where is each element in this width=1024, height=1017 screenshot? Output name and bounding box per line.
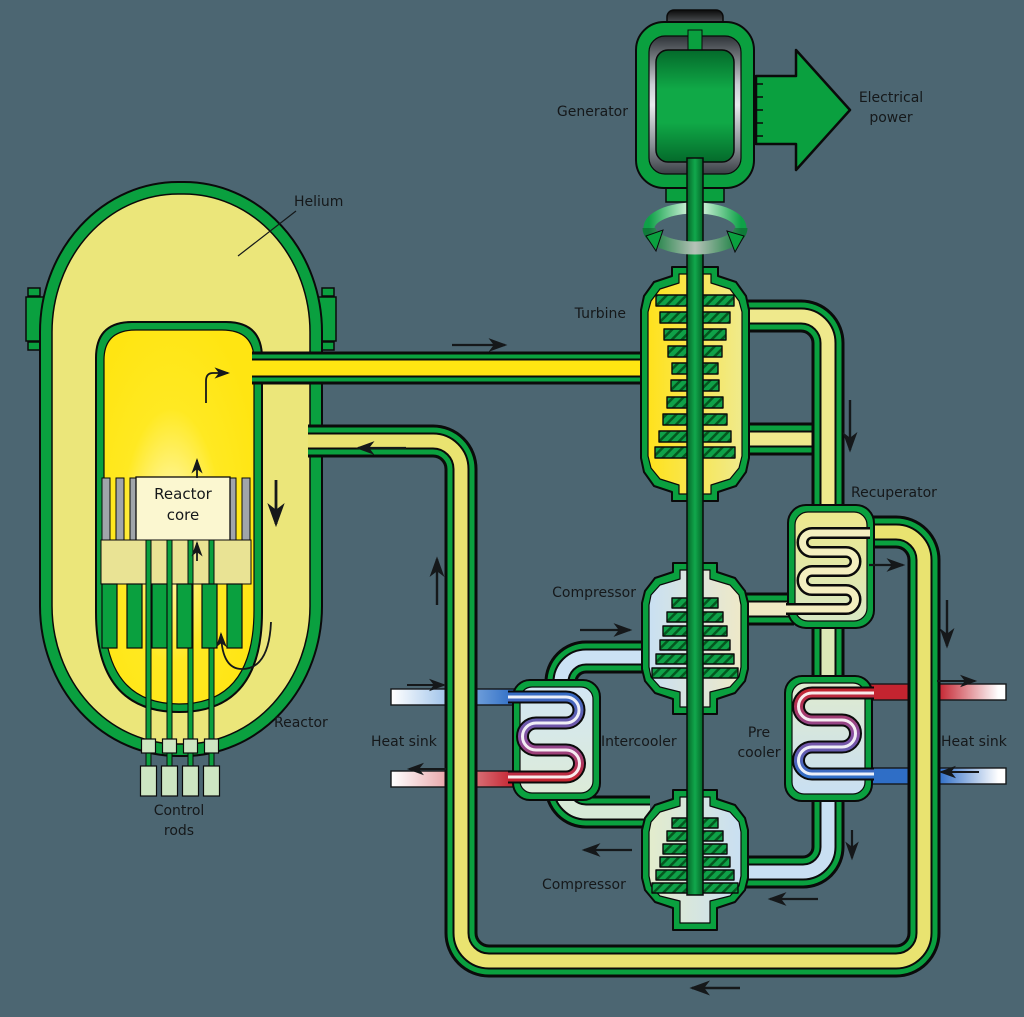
electrical-power-arrow-icon — [754, 48, 852, 172]
rotation-arrow-icon — [642, 227, 748, 255]
shaft — [686, 157, 704, 896]
pipe-return-loop — [308, 424, 941, 978]
pipe-turbine-exhaust — [744, 299, 845, 510]
pipe-precooler-to-compressor — [742, 798, 845, 889]
recuperator — [786, 504, 875, 629]
pre-cooler — [784, 675, 874, 802]
flow-arrows — [191, 338, 979, 996]
helium-leader-line — [237, 210, 297, 257]
intercooler-coil — [508, 690, 586, 784]
flow-arrow-core-turn — [215, 621, 272, 670]
control-rods-green — [101, 583, 243, 649]
flow-arrow-outlet-elbow — [205, 367, 230, 403]
generator-rotor — [655, 49, 735, 163]
intercooler — [508, 679, 601, 801]
control-rod-drives — [139, 738, 221, 797]
reactor-vessel — [25, 181, 337, 797]
reactor-core-box — [135, 476, 231, 542]
recuperator-coil — [786, 527, 870, 615]
pre-cooler-coil — [792, 686, 874, 781]
lower-reflector — [100, 539, 252, 585]
